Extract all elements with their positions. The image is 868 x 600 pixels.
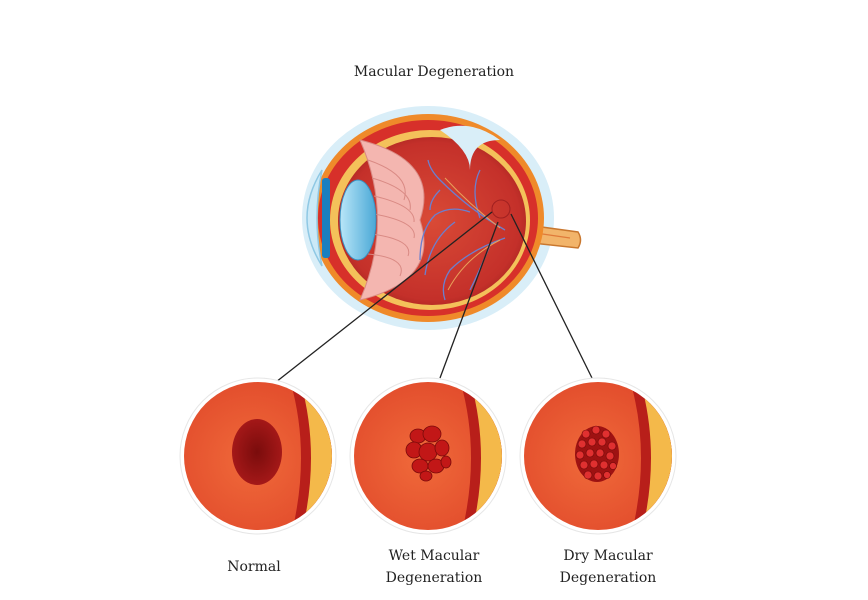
macula-wet-lesion: [405, 425, 452, 482]
iris: [322, 178, 330, 258]
label-dry-line2: Degeneration: [559, 570, 657, 586]
wet-macula-view: [349, 377, 507, 535]
macula-dry-lesion: [575, 425, 619, 482]
eyeball-cross-section: [302, 106, 582, 330]
macula-normal: [232, 419, 282, 485]
label-normal-text: Normal: [227, 559, 281, 575]
label-normal: Normal: [174, 556, 334, 578]
label-wet-macular-degeneration: Wet Macular Degeneration: [354, 545, 514, 589]
lens: [339, 179, 377, 261]
macula-marker: [491, 199, 511, 219]
label-wet-line1: Wet Macular: [388, 548, 480, 564]
label-dry-macular-degeneration: Dry Macular Degeneration: [528, 545, 688, 589]
dry-macula-view: [519, 377, 677, 535]
label-wet-line2: Degeneration: [385, 570, 483, 586]
callout-lines: [275, 211, 593, 383]
label-dry-line1: Dry Macular: [563, 548, 653, 564]
cornea: [306, 169, 323, 267]
retinal-blood-vessels: [419, 159, 506, 301]
normal-macula-view: [179, 377, 337, 535]
diagram-title: Macular Degeneration: [353, 64, 515, 80]
